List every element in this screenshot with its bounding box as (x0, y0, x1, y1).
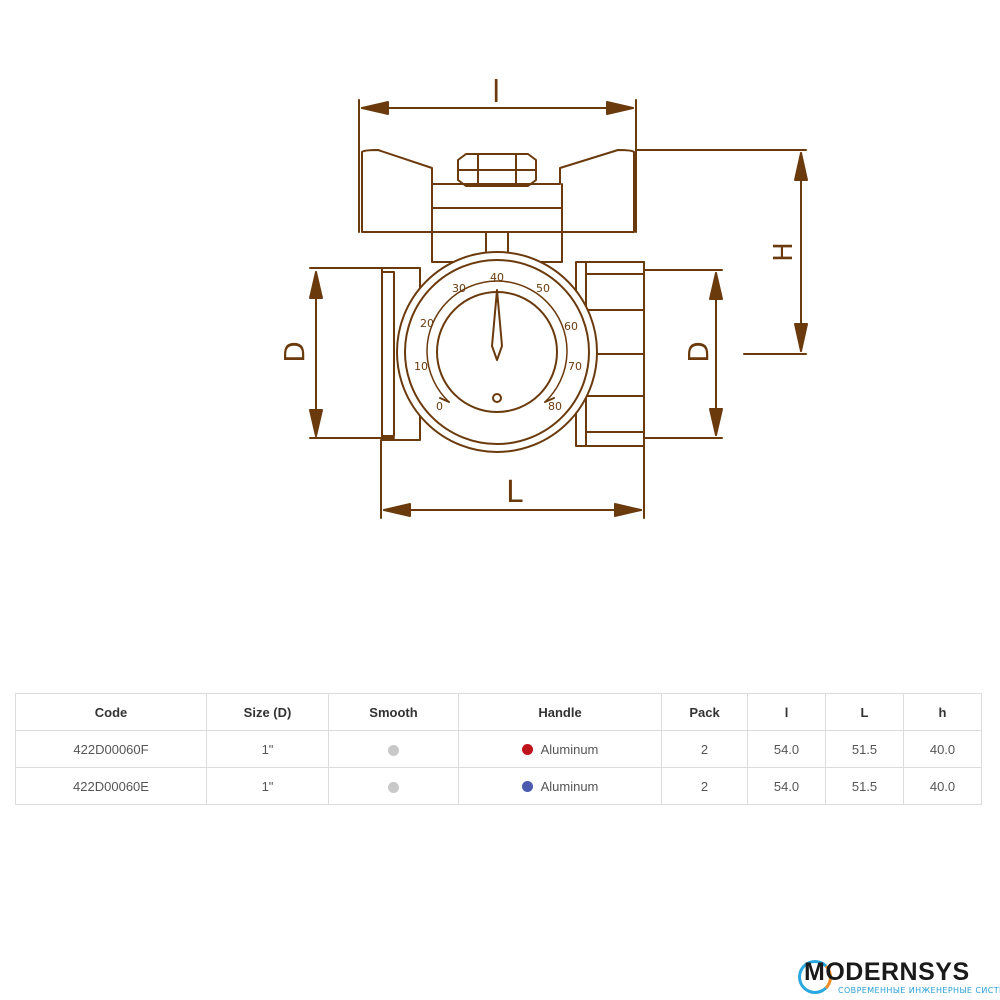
cell-l: 54.0 (747, 767, 826, 805)
dial-needle (491, 289, 503, 361)
handle-color-dot (521, 781, 533, 793)
arrow-h-top (794, 152, 808, 181)
handle-material: Aluminum (540, 779, 599, 795)
logo-ring-icon (798, 960, 832, 994)
smooth-color-dot (388, 781, 399, 793)
logo-tagline: СОВРЕМЕННЫЕ ИНЖЕНЕРНЫЕ СИСТЕМЫ (838, 986, 1000, 995)
cell-size: 1" (206, 730, 329, 768)
header-handle: Handle (458, 693, 662, 731)
cell-code: 422D00060E (15, 767, 207, 805)
dial-num-10: 10 (414, 360, 428, 373)
dial-num-50: 50 (536, 282, 550, 295)
cell-smooth (328, 730, 459, 768)
valve-technical-drawing: l H D D L 0 10 20 30 40 50 60 70 80 (278, 75, 808, 519)
dim-label-h: H (769, 242, 799, 262)
dial-num-30: 30 (452, 282, 466, 295)
header-l: l (747, 693, 826, 731)
cell-size: 1" (206, 767, 329, 805)
table-row: 422D00060E 1" Aluminum 2 54.0 51.5 40.0 (15, 767, 982, 805)
hex-nut (457, 153, 537, 187)
cell-smooth (328, 767, 459, 805)
header-smooth: Smooth (328, 693, 459, 731)
dial-num-80: 80 (548, 400, 562, 413)
cell-pack: 2 (661, 767, 748, 805)
cell-l: 54.0 (747, 730, 826, 768)
table-header-row: Code Size (D) Smooth Handle Pack l L h (15, 693, 982, 731)
dial-num-70: 70 (568, 360, 582, 373)
cell-handle: Aluminum (458, 730, 662, 768)
header-pack: Pack (661, 693, 748, 731)
dim-label-L: L (506, 475, 523, 510)
handle-color-dot (521, 744, 533, 756)
arrow-h-bottom (794, 323, 808, 352)
header-code: Code (15, 693, 207, 731)
dial-num-0: 0 (436, 400, 443, 413)
cell-h: 40.0 (903, 730, 982, 768)
cell-pack: 2 (661, 730, 748, 768)
arrow-left (361, 101, 389, 115)
cell-code: 422D00060F (15, 730, 207, 768)
dial-num-20: 20 (420, 317, 434, 330)
cell-L: 51.5 (825, 767, 904, 805)
cell-handle: Aluminum (458, 767, 662, 805)
dim-label-d-left: D (278, 341, 311, 363)
cell-h: 40.0 (903, 767, 982, 805)
dim-label-l: l (492, 75, 500, 110)
header-h: h (903, 693, 982, 731)
header-L: L (825, 693, 904, 731)
brand-logo[interactable]: MODERNSYS СОВРЕМЕННЫЕ ИНЖЕНЕРНЫЕ СИСТЕМЫ (798, 952, 1000, 1000)
arrow-right (606, 101, 634, 115)
specification-table: Code Size (D) Smooth Handle Pack l L h 4… (15, 693, 982, 805)
dim-label-d-right: D (682, 341, 715, 363)
smooth-color-dot (388, 744, 399, 756)
logo-name: MODERNSYS (804, 958, 970, 986)
table-row: 422D00060F 1" Aluminum 2 54.0 51.5 40.0 (15, 730, 982, 768)
handle-outline (361, 149, 635, 233)
dial-num-40: 40 (490, 271, 504, 284)
handle-material: Aluminum (540, 742, 599, 758)
header-size: Size (D) (206, 693, 329, 731)
dial-num-60: 60 (564, 320, 578, 333)
cell-L: 51.5 (825, 730, 904, 768)
